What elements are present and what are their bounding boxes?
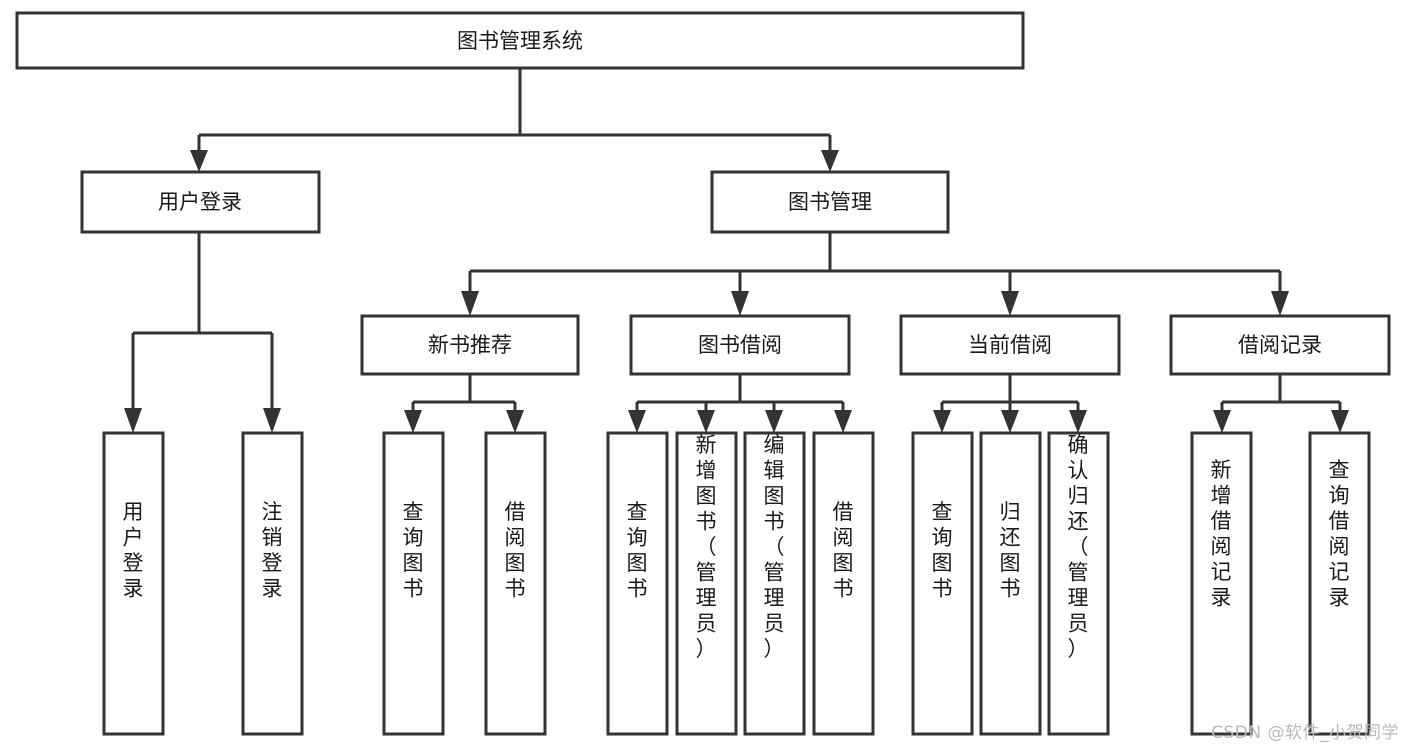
- node-new-book-recommend-box[interactable]: [360, 314, 580, 376]
- leaf-node-user-login-label: 用户登录: [123, 500, 144, 601]
- arrow-head-leaf-add-record: [1213, 410, 1231, 433]
- arrow-head-book-borrow: [731, 291, 749, 316]
- leaf-node-add-book-label: 新增图书（管理员）: [696, 433, 717, 661]
- connector-group-book-borrow-to-leaves: [628, 374, 852, 433]
- arrow-head-leaf-borrow-book-1: [506, 410, 524, 433]
- leaf-node-query-book-recommend[interactable]: 查询图书: [382, 431, 445, 736]
- leaf-node-logout-box[interactable]: [241, 431, 304, 736]
- node-current-borrow[interactable]: 当前借阅: [899, 314, 1121, 376]
- arrow-head-leaf-query-book-3: [933, 410, 951, 433]
- leaf-node-query-book-borrow[interactable]: 查询图书: [606, 431, 669, 736]
- leaf-node-query-book-borrow-label: 查询图书: [627, 500, 648, 601]
- arrow-head-book-mgmt: [821, 150, 839, 172]
- leaf-node-return-book-box[interactable]: [979, 431, 1042, 736]
- connector-group-borrow-record-to-leaves: [1213, 374, 1349, 433]
- leaf-node-borrow-book-label: 借阅图书: [833, 500, 854, 601]
- arrow-head-leaf-edit-book: [765, 410, 783, 433]
- node-book-borrow[interactable]: 图书借阅: [629, 314, 851, 376]
- leaf-node-query-borrow-record-box[interactable]: [1308, 431, 1371, 736]
- node-borrow-record-label: 借阅记录: [1238, 333, 1322, 357]
- leaf-node-confirm-return-box[interactable]: [1047, 431, 1110, 736]
- connector-group-new-book-recommend-to-leaves: [404, 374, 524, 433]
- arrow-head-borrow-record: [1271, 291, 1289, 316]
- leaf-node-confirm-return[interactable]: 确认归还（管理员）: [1047, 431, 1110, 736]
- node-book-management-box[interactable]: [710, 170, 950, 234]
- node-new-book-recommend[interactable]: 新书推荐: [360, 314, 580, 376]
- leaf-node-borrow-book-box[interactable]: [812, 431, 875, 736]
- connector-group-book-mgmt-to-level3: [461, 232, 1289, 316]
- leaf-node-add-book[interactable]: 新增图书（管理员）: [675, 431, 738, 736]
- node-user-login-label: 用户登录: [158, 190, 242, 214]
- connector-group-current-borrow-to-leaves: [933, 374, 1087, 433]
- node-current-borrow-label: 当前借阅: [968, 333, 1052, 357]
- arrow-head-leaf-user-login: [124, 408, 142, 433]
- arrow-head-leaf-borrow-book-2: [834, 410, 852, 433]
- node-borrow-record-box[interactable]: [1169, 314, 1391, 376]
- leaf-node-borrow-book[interactable]: 借阅图书: [812, 431, 875, 736]
- node-book-borrow-label: 图书借阅: [698, 333, 782, 357]
- node-root-system-box[interactable]: [15, 11, 1025, 70]
- node-user-login-box[interactable]: [80, 170, 321, 234]
- leaf-node-add-book-box[interactable]: [675, 431, 738, 736]
- node-root-system-label: 图书管理系统: [457, 29, 583, 53]
- leaf-node-add-borrow-record[interactable]: 新增借阅记录: [1190, 431, 1253, 736]
- leaf-node-borrow-book-recommend-box[interactable]: [484, 431, 547, 736]
- leaf-node-query-book-recommend-label: 查询图书: [403, 500, 424, 601]
- arrow-head-leaf-confirm-return: [1069, 410, 1087, 433]
- connector-group-root-to-level2: [190, 68, 839, 172]
- arrow-head-leaf-add-book: [697, 410, 715, 433]
- leaf-node-logout[interactable]: 注销登录: [241, 431, 304, 736]
- arrow-head-leaf-query-record: [1331, 410, 1349, 433]
- arrow-head-leaf-return-book: [1001, 410, 1019, 433]
- leaf-node-query-book-borrow-box[interactable]: [606, 431, 669, 736]
- leaf-node-user-login[interactable]: 用户登录: [102, 431, 165, 736]
- leaf-node-edit-book[interactable]: 编辑图书（管理员）: [743, 431, 806, 736]
- arrow-head-user-login: [190, 150, 208, 172]
- leaf-node-query-book-current[interactable]: 查询图书: [911, 431, 974, 736]
- node-new-book-recommend-label: 新书推荐: [428, 333, 512, 357]
- leaf-node-borrow-book-recommend-label: 借阅图书: [505, 500, 526, 601]
- leaf-node-add-borrow-record-label: 新增借阅记录: [1211, 458, 1232, 610]
- leaf-node-query-book-current-box[interactable]: [911, 431, 974, 736]
- arrow-head-leaf-logout: [263, 408, 281, 433]
- node-user-login[interactable]: 用户登录: [80, 170, 321, 234]
- node-borrow-record[interactable]: 借阅记录: [1169, 314, 1391, 376]
- leaf-node-return-book-label: 归还图书: [1000, 500, 1021, 601]
- node-book-borrow-box[interactable]: [629, 314, 851, 376]
- leaf-node-borrow-book-recommend[interactable]: 借阅图书: [484, 431, 547, 736]
- node-book-management-label: 图书管理: [788, 190, 872, 214]
- arrow-head-leaf-query-book-2: [628, 410, 646, 433]
- connector-group-user-login-to-leaves: [124, 232, 281, 433]
- leaf-node-return-book[interactable]: 归还图书: [979, 431, 1042, 736]
- node-current-borrow-box[interactable]: [899, 314, 1121, 376]
- leaf-node-query-book-recommend-box[interactable]: [382, 431, 445, 736]
- leaf-node-query-borrow-record[interactable]: 查询借阅记录: [1308, 431, 1371, 736]
- leaf-node-query-borrow-record-label: 查询借阅记录: [1329, 458, 1350, 610]
- leaf-node-user-login-box[interactable]: [102, 431, 165, 736]
- arrow-head-current-borrow: [1001, 291, 1019, 316]
- leaf-node-edit-book-box[interactable]: [743, 431, 806, 736]
- leaf-node-add-borrow-record-box[interactable]: [1190, 431, 1253, 736]
- leaf-node-logout-label: 注销登录: [262, 500, 283, 601]
- csdn-watermark: CSDN @软件_小贺同学: [1211, 723, 1399, 743]
- leaf-node-edit-book-label: 编辑图书（管理员）: [764, 433, 785, 661]
- node-root-system[interactable]: 图书管理系统: [15, 11, 1025, 70]
- arrow-head-new-book-recommend: [461, 291, 479, 316]
- leaf-node-confirm-return-label: 确认归还（管理员）: [1068, 433, 1089, 661]
- arrow-head-leaf-query-book-1: [404, 410, 422, 433]
- node-book-management[interactable]: 图书管理: [710, 170, 950, 234]
- leaf-node-query-book-current-label: 查询图书: [932, 500, 953, 601]
